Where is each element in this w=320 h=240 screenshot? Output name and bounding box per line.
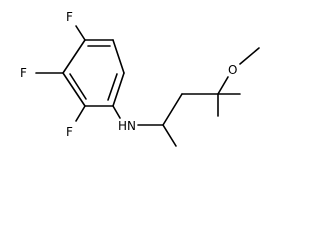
ring-bond-5 <box>62 72 86 107</box>
bond-ch-methyl <box>162 124 177 147</box>
ring-bond-2 <box>112 39 125 74</box>
atom-f-mid: F <box>20 66 27 80</box>
bond-c-n <box>112 105 121 119</box>
ring-double-bond-2 <box>107 73 118 101</box>
atom-f-low: F <box>66 125 73 139</box>
atom-nh: HN <box>118 119 136 133</box>
bond-cq-o <box>217 76 229 95</box>
bond-c-f-low <box>75 105 86 122</box>
atom-f-top: F <box>66 10 73 24</box>
bond-ch-ch2 <box>162 93 183 126</box>
atom-o: O <box>228 63 237 77</box>
molecule-svg: F F F HN O <box>20 10 260 147</box>
bond-o-methyl <box>239 47 260 65</box>
benzene-ring <box>62 39 125 107</box>
bond-c-f-top <box>75 25 86 41</box>
ring-bond-3 <box>112 72 125 107</box>
ring-bond-6 <box>62 39 86 74</box>
molecule-diagram: F F F HN O <box>20 10 260 147</box>
ring-double-bond-3 <box>69 73 87 100</box>
